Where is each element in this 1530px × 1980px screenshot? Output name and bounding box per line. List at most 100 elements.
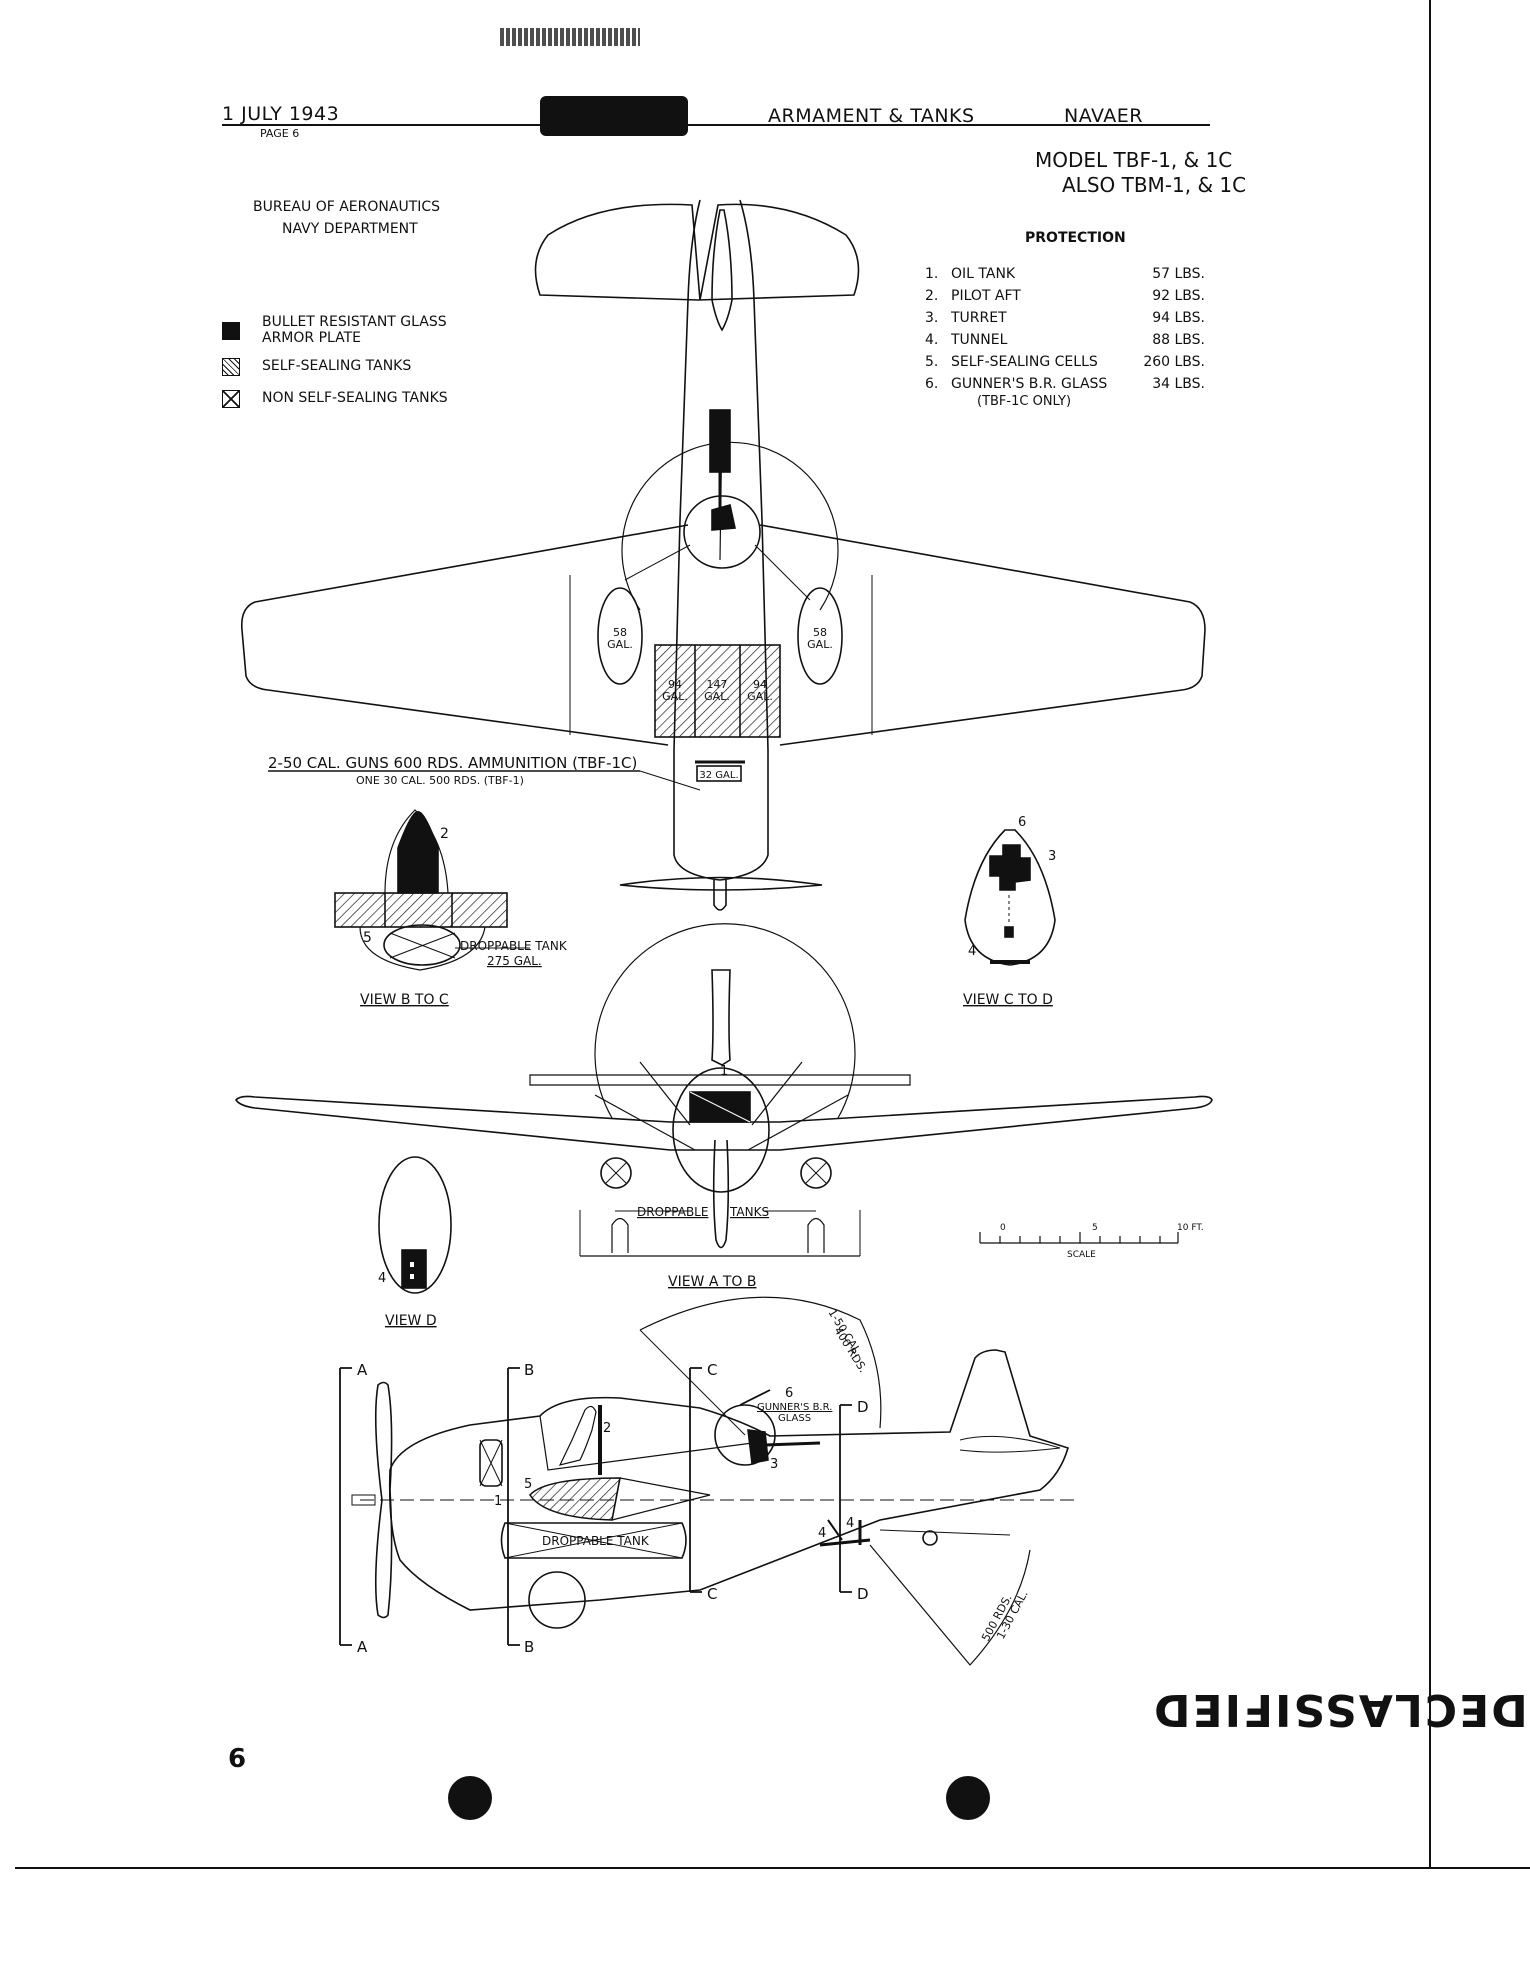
plan-fuselage: [673, 199, 769, 881]
side-label-4a: 4: [818, 1526, 826, 1541]
ab-propeller-disc: [594, 923, 856, 1119]
side-c-bottom: C: [707, 1585, 717, 1603]
side-view: [339, 1296, 1080, 1666]
header-rule: [222, 124, 1210, 126]
protection-label: GUNNER'S B.R. GLASS: [951, 376, 1108, 392]
protection-weight: 92 LBS.: [1152, 288, 1205, 304]
bc-droppable-gal: 275 GAL.: [487, 954, 542, 968]
protection-row: (TBF-1C ONLY): [925, 394, 1205, 416]
cd-tunnel-armor: [1004, 926, 1014, 938]
plan-wings: [240, 524, 1206, 746]
side-label-1: 1: [494, 1494, 502, 1509]
side-turret: [714, 1404, 776, 1466]
ab-label-1: 1: [720, 1064, 728, 1079]
bureau-line-2: NAVY DEPARTMENT: [282, 221, 418, 237]
plan-center-mid-unit: GAL.: [704, 690, 730, 703]
legend-self-sealing: SELF-SEALING TANKS: [222, 358, 411, 376]
protection-title: PROTECTION: [1025, 230, 1126, 246]
plan-oil-tank-label: 32 GAL.: [699, 770, 738, 781]
plan-view: [240, 199, 1206, 911]
legend-label: BULLET RESISTANT GLASS: [262, 314, 447, 330]
legend-label-2: ARMOR PLATE: [262, 330, 362, 346]
view-c-to-d-title: VIEW C TO D: [963, 992, 1053, 1008]
side-oil-tank: [479, 1439, 503, 1487]
punch-hole-right: [946, 1776, 990, 1820]
protection-weight: 34 LBS.: [1152, 376, 1205, 392]
protection-weight: 88 LBS.: [1152, 332, 1205, 348]
plan-center-left-unit: GAL.: [662, 690, 688, 703]
plan-center-left-num: 94: [668, 678, 682, 691]
bc-label-5: 5: [363, 930, 372, 946]
plan-wing-tank-right-num: 58: [813, 626, 827, 639]
cd-label-4: 4: [968, 944, 976, 959]
cd-label-6: 6: [1018, 815, 1026, 830]
side-glass: GLASS: [778, 1413, 811, 1424]
side-a-bottom: A: [357, 1638, 368, 1656]
header-section: ARMAMENT & TANKS: [768, 105, 975, 127]
protection-label: TUNNEL: [951, 332, 1008, 348]
plan-wing-tank-right: [797, 587, 843, 685]
scale-zero: 0: [1000, 1223, 1006, 1233]
legend-label: NON SELF-SEALING TANKS: [262, 390, 448, 406]
side-label-2: 2: [603, 1421, 611, 1436]
guns-note-2: ONE 30 CAL. 500 RDS. (TBF-1): [356, 774, 524, 787]
scale-ten: 10 FT.: [1177, 1223, 1204, 1233]
plan-wing-tank-left: [597, 587, 643, 685]
ab-droppable: DROPPABLE: [637, 1205, 708, 1219]
redaction-scribble: [500, 28, 640, 46]
ab-fin: [711, 969, 731, 1066]
cd-turret-armor: [989, 844, 1031, 891]
header-date: 1 JULY 1943: [222, 103, 340, 125]
plan-oil-tank: [696, 765, 742, 782]
protection-num: 4.: [925, 332, 939, 348]
protection-num: 1.: [925, 266, 939, 282]
view-c-to-d: [964, 829, 1056, 966]
protection-note: (TBF-1C ONLY): [977, 394, 1072, 409]
d-fuselage: [378, 1156, 452, 1294]
cd-label-3: 3: [1048, 849, 1056, 864]
declassified-stamp: DECLASSIFIED: [1152, 1684, 1528, 1735]
side-pilot: [558, 1405, 597, 1466]
scale-bar: [979, 1232, 1179, 1244]
protection-label: SELF-SEALING CELLS: [951, 354, 1098, 370]
plan-turret-armor: [711, 504, 736, 531]
ab-droppable-tank-right: [800, 1157, 832, 1189]
punch-hole-left: [448, 1776, 492, 1820]
view-d: [378, 1156, 452, 1294]
side-b-bottom: B: [524, 1638, 534, 1656]
plan-center-mid-num: 147: [707, 678, 728, 691]
protection-label: OIL TANK: [951, 266, 1016, 282]
legend-label: SELF-SEALING TANKS: [262, 358, 412, 374]
legend-armor: BULLET RESISTANT GLASS ARMOR PLATE: [222, 314, 447, 346]
protection-label: PILOT AFT: [951, 288, 1021, 304]
side-droppable: DROPPABLE TANK: [542, 1534, 650, 1548]
armor-swatch: [222, 322, 240, 340]
side-label-5: 5: [524, 1477, 532, 1492]
side-label-3: 3: [770, 1457, 778, 1472]
plan-wing-tank-left-unit: GAL.: [607, 638, 633, 651]
ab-fuselage: [672, 1067, 770, 1193]
protection-row: 2. PILOT AFT 92 LBS.: [925, 288, 1205, 310]
redaction-bar: [540, 96, 688, 136]
hatch-swatch: [222, 358, 240, 376]
cross-swatch: [222, 390, 240, 408]
side-self-sealing-tank: [528, 1477, 621, 1521]
side-turret-armor: [747, 1429, 769, 1464]
plan-propeller: [619, 876, 823, 891]
protection-weight: 57 LBS.: [1152, 266, 1205, 282]
bc-droppable: DROPPABLE TANK: [460, 939, 568, 953]
view-d-title: VIEW D: [385, 1313, 437, 1329]
protection-num: 3.: [925, 310, 939, 326]
protection-row: 4. TUNNEL 88 LBS.: [925, 332, 1205, 354]
legend-non-self-sealing: NON SELF-SEALING TANKS: [222, 390, 448, 408]
model-line-1: MODEL TBF-1, & 1C: [1035, 148, 1233, 172]
protection-num: 2.: [925, 288, 939, 304]
bc-armor: [397, 811, 439, 894]
plan-center-right-unit: GAL.: [747, 690, 773, 703]
side-gunners-glass: GUNNER'S B.R.: [757, 1402, 832, 1413]
bc-label-2: 2: [440, 826, 449, 842]
